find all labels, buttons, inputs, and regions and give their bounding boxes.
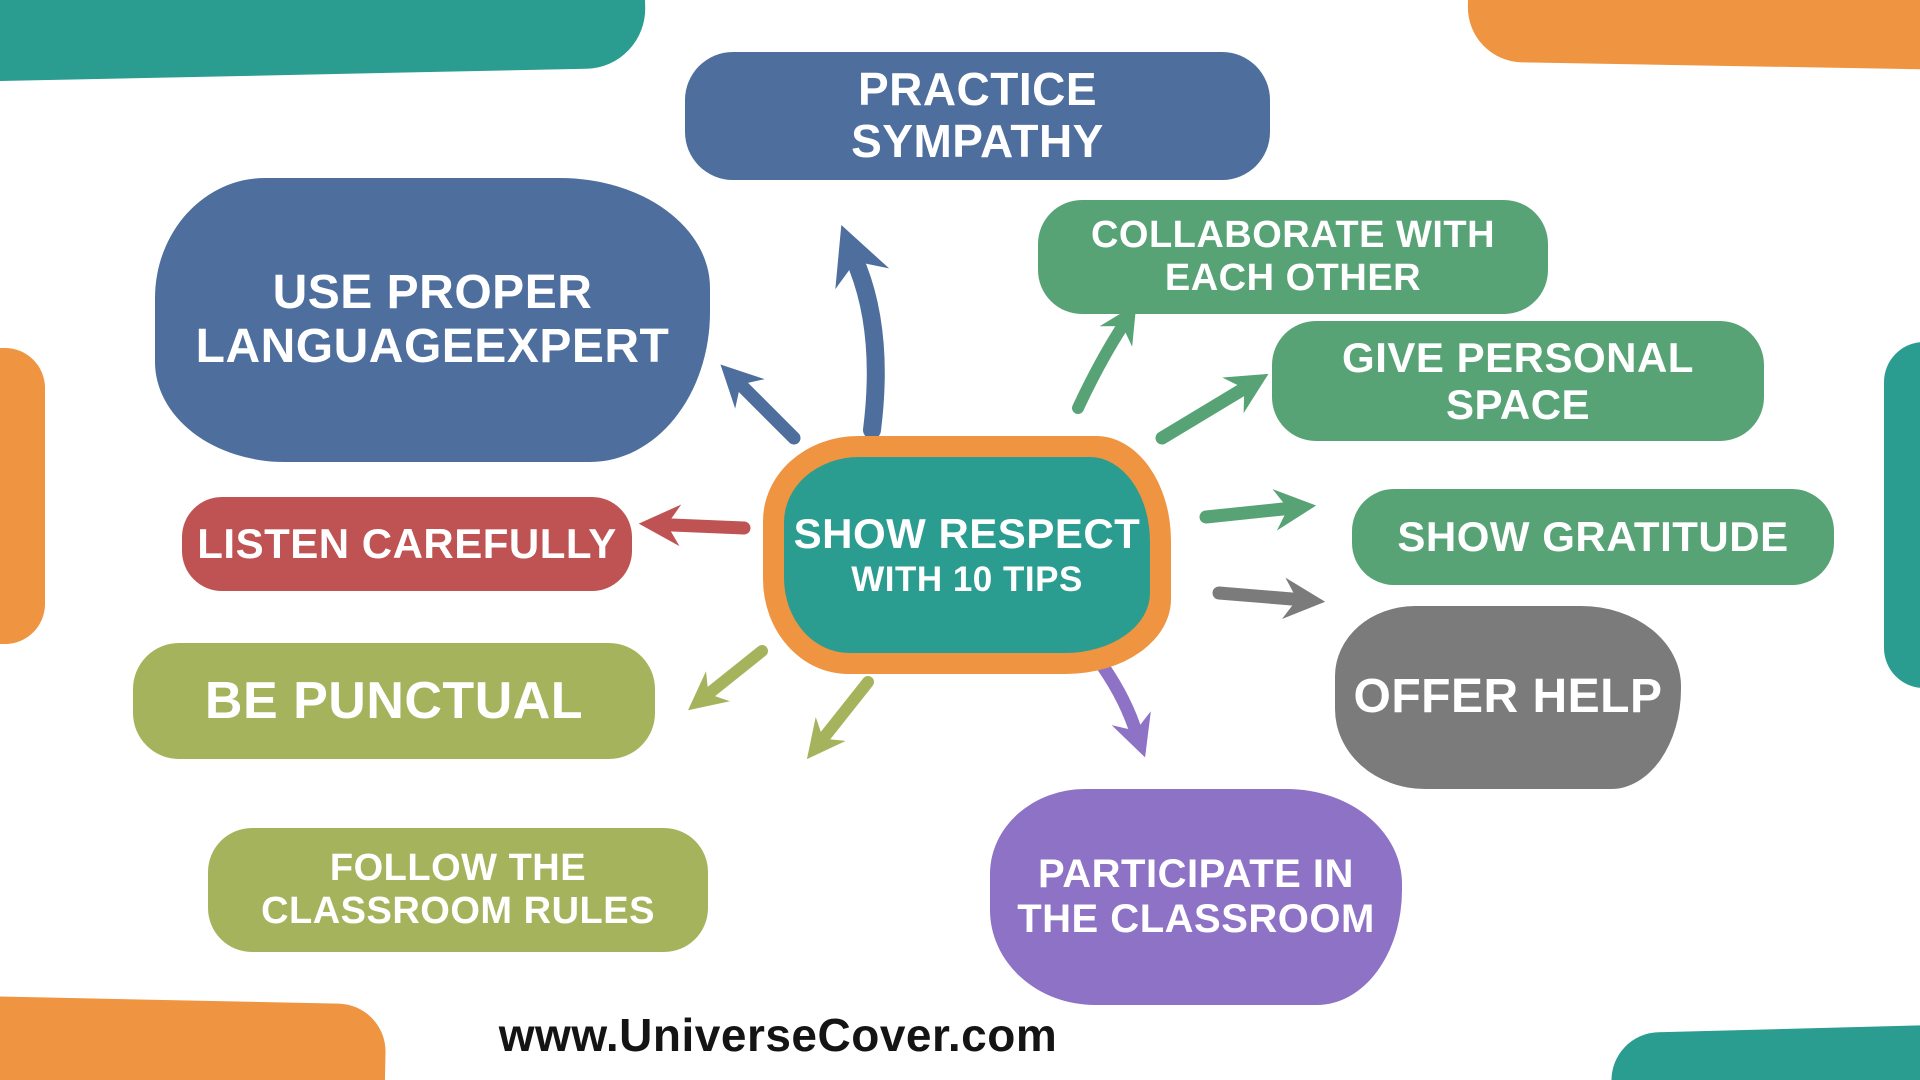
- node-collaborate-with-each-other: COLLABORATE WITH EACH OTHER: [1038, 200, 1548, 314]
- node-label: EACH OTHER: [1164, 257, 1422, 299]
- arrow-to-show-gratitude: [1199, 489, 1317, 531]
- node-label: FOLLOW THE: [329, 847, 587, 890]
- node-label: LANGUAGEEXPERT: [195, 320, 670, 373]
- edge-blob-middle-left: [0, 348, 45, 644]
- node-label: OFFER HELP: [1353, 670, 1663, 724]
- arrow-to-be-punctual: [688, 645, 768, 711]
- node-offer-help: OFFER HELP: [1335, 606, 1681, 789]
- node-give-personal-space: GIVE PERSONAL SPACE: [1272, 321, 1764, 441]
- arrow-to-use-proper-language: [720, 364, 801, 445]
- node-label: PRACTICE: [857, 63, 1098, 116]
- center-node-show-respect: SHOW RESPECT WITH 10 TIPS: [784, 457, 1150, 653]
- arrow-to-give-personal-space: [1155, 373, 1269, 445]
- arrow-to-listen-carefully: [638, 504, 751, 547]
- node-label: SPACE: [1445, 381, 1591, 428]
- arrow-to-collaborate: [1072, 303, 1137, 414]
- node-listen-carefully: LISTEN CAREFULLY: [182, 497, 632, 591]
- node-label: GIVE PERSONAL: [1342, 333, 1694, 381]
- arrow-to-offer-help: [1212, 577, 1326, 620]
- node-show-gratitude: SHOW GRATITUDE: [1352, 489, 1834, 585]
- node-participate-in-classroom: PARTICIPATE IN THE CLASSROOM: [990, 789, 1402, 1005]
- node-use-proper-language: USE PROPER LANGUAGEEXPERT: [155, 178, 710, 462]
- node-label: THE CLASSROOM: [1017, 897, 1375, 941]
- node-label: SYMPATHY: [851, 115, 1104, 167]
- center-node-border: SHOW RESPECT WITH 10 TIPS: [763, 436, 1171, 674]
- node-label: USE PROPER: [272, 265, 593, 319]
- center-title-line1: SHOW RESPECT: [793, 509, 1141, 557]
- node-follow-classroom-rules: FOLLOW THE CLASSROOM RULES: [208, 828, 708, 952]
- node-label: BE PUNCTUAL: [204, 671, 584, 730]
- node-label: SHOW GRATITUDE: [1397, 513, 1789, 561]
- node-be-punctual: BE PUNCTUAL: [133, 643, 655, 759]
- arrow-to-practice-sympathy: [835, 225, 890, 439]
- node-label: LISTEN CAREFULLY: [197, 520, 617, 568]
- edge-blob-middle-right: [1884, 342, 1920, 688]
- center-title-line2: WITH 10 TIPS: [851, 560, 1083, 600]
- node-label: CLASSROOM RULES: [261, 890, 655, 932]
- website-url: www.UniverseCover.com: [498, 1009, 1058, 1061]
- node-label: PARTICIPATE IN: [1038, 851, 1354, 896]
- node-label: COLLABORATE WITH: [1090, 214, 1496, 257]
- node-practice-sympathy: PRACTICE SYMPATHY: [685, 52, 1270, 180]
- arrow-to-follow-rules: [806, 676, 874, 760]
